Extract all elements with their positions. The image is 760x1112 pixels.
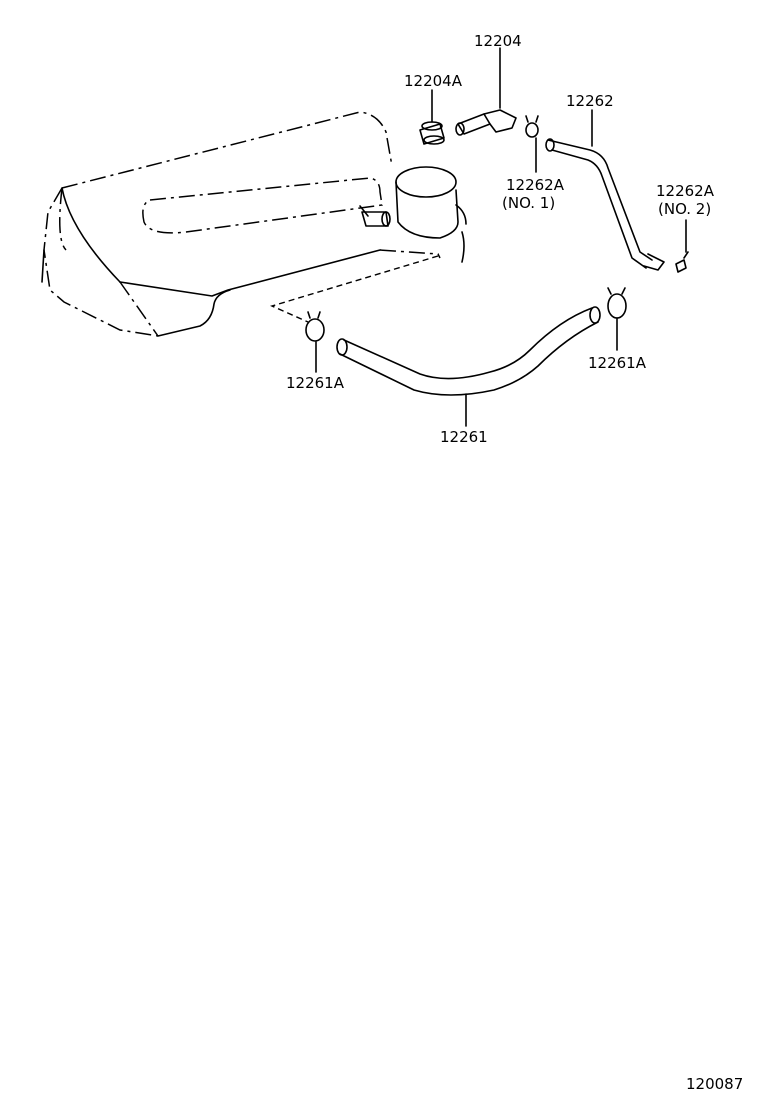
connection-line [269,255,439,323]
cylinder-head-cover [41,111,465,337]
label-12261a-right: 12261A [588,354,647,372]
label-12262a-no2-sub: (NO. 2) [658,200,711,218]
label-12261a-left: 12261A [286,374,345,392]
label-12262: 12262 [566,92,614,110]
part-12261a-right-clip [607,287,627,319]
label-12261: 12261 [440,428,488,446]
part-12204-pcv-valve [455,109,517,136]
label-12262a-no1: 12262A [506,176,565,194]
part-12262a-no2-clip [675,251,689,273]
part-12261a-left-clip [305,311,325,342]
oil-filler-cap [395,166,467,239]
part-12261-hose [336,306,601,396]
part-12262-hose [545,138,665,271]
cover-fitting [359,205,391,227]
label-12204: 12204 [474,32,522,50]
leader-lines [315,47,687,427]
label-12262a-no2: 12262A [656,182,715,200]
label-12204a: 12204A [404,72,463,90]
part-12262a-no1-clip [525,115,539,138]
part-12204a-grommet [419,121,445,145]
reference-number: 120087 [686,1075,743,1093]
label-12262a-no1-sub: (NO. 1) [502,194,555,212]
